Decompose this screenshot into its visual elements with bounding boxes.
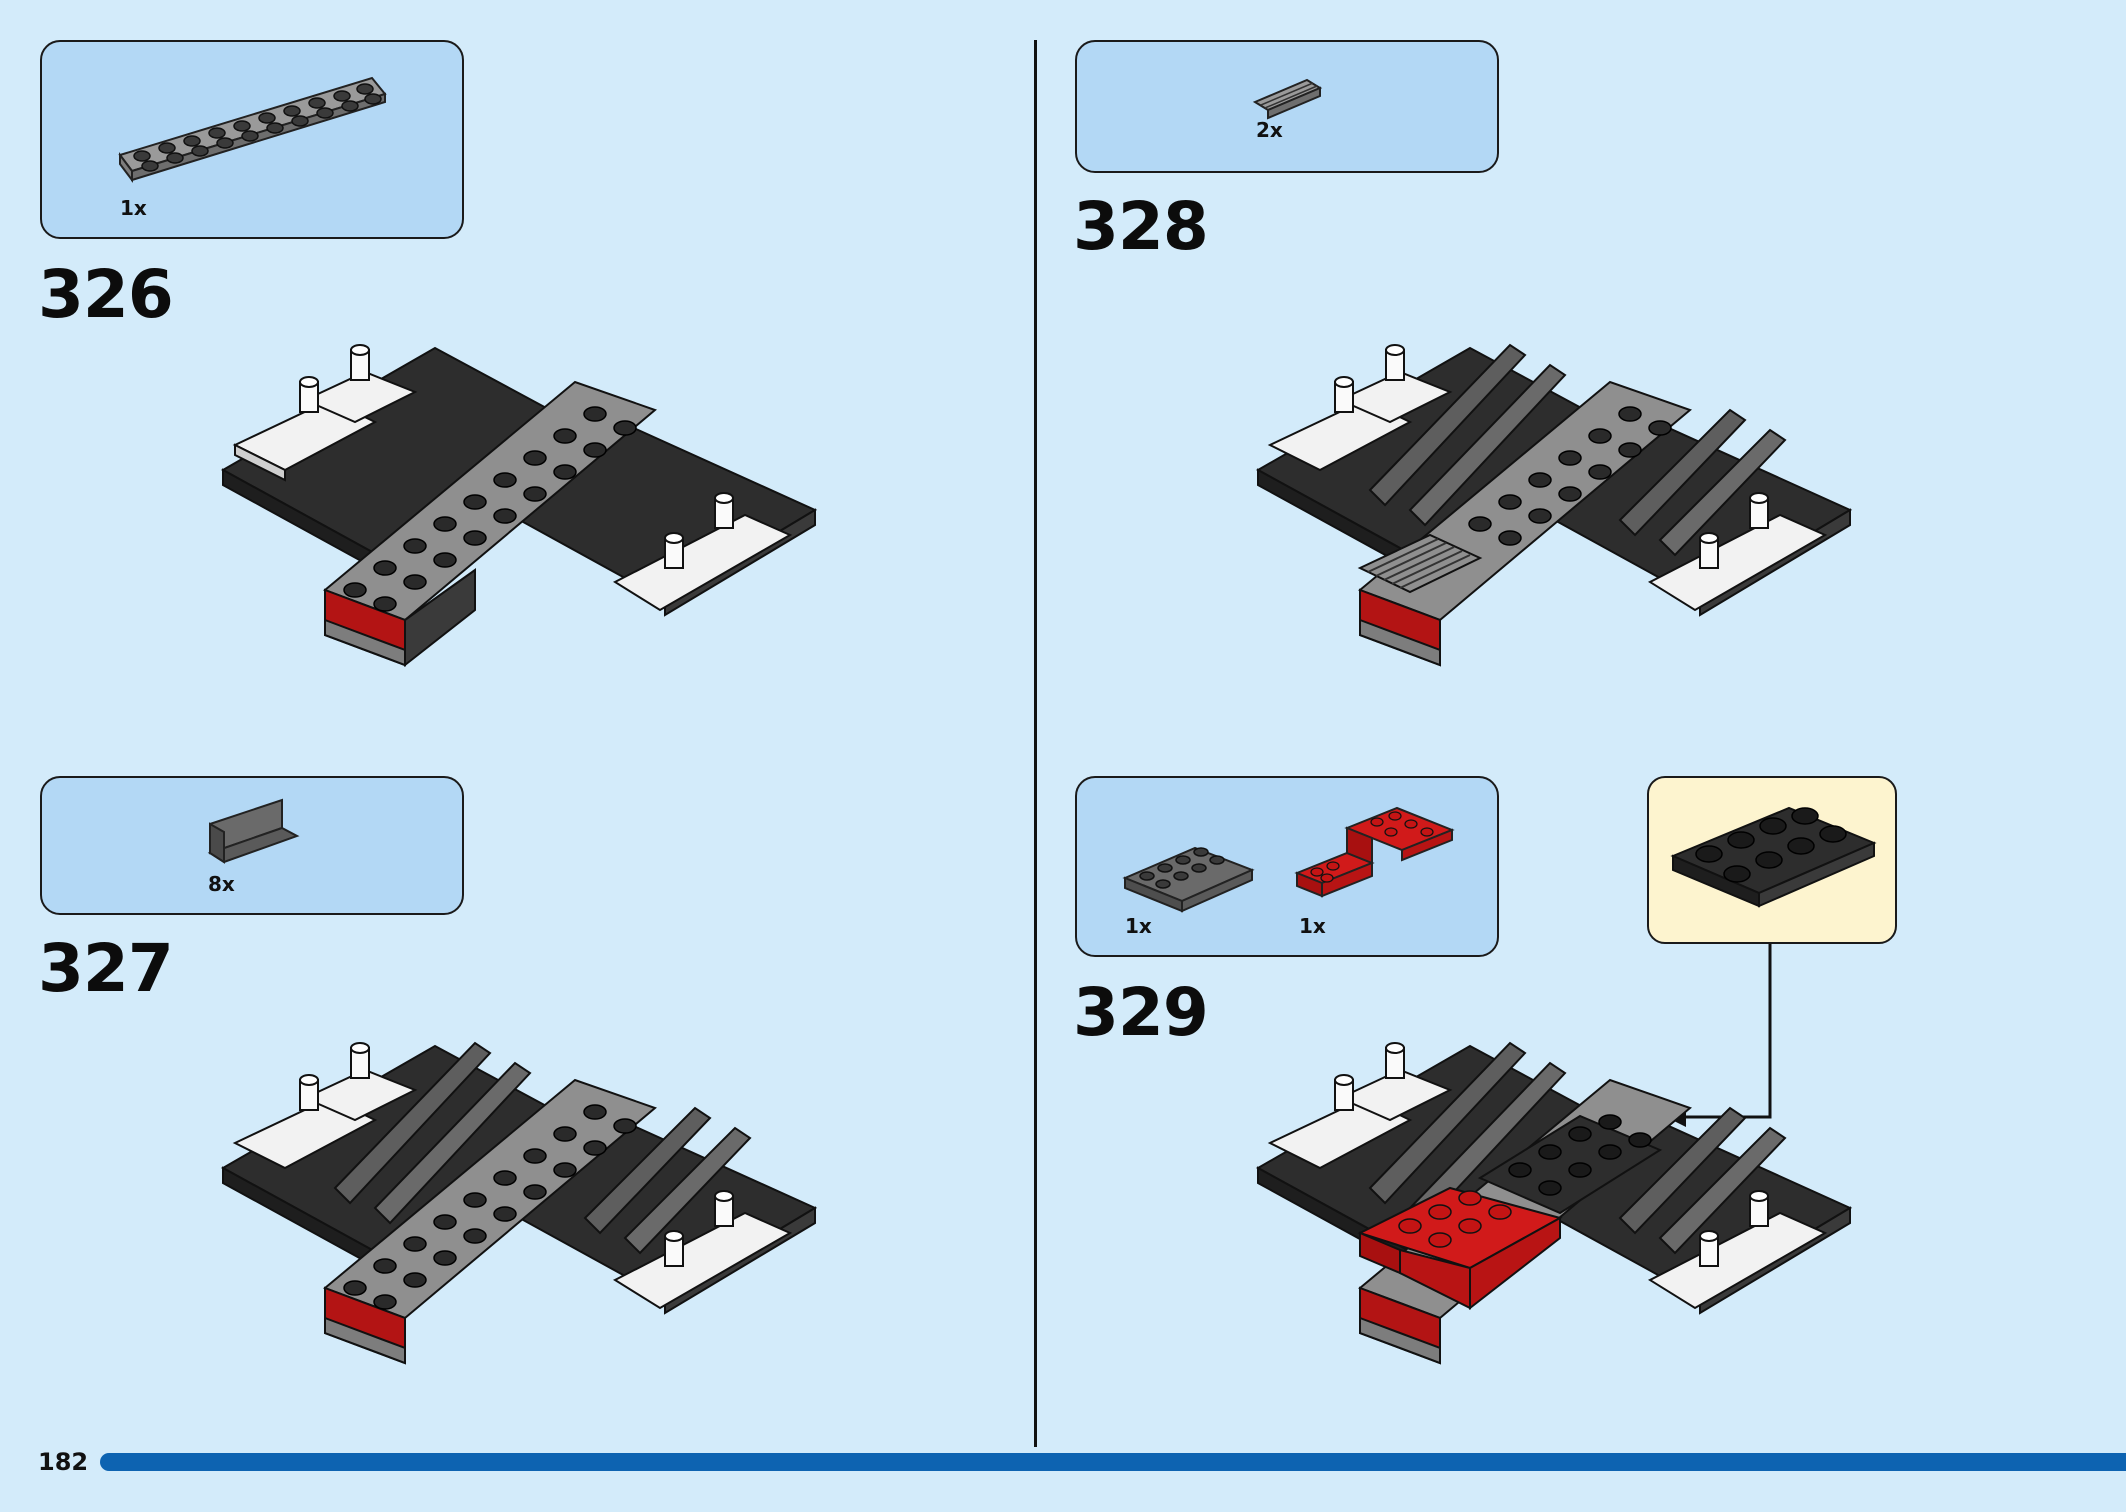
part-count: 1x bbox=[120, 196, 147, 220]
build-model-step-328 bbox=[1255, 343, 1853, 667]
callout-box bbox=[1647, 776, 1897, 944]
page-number: 182 bbox=[38, 1448, 89, 1476]
parts-box-step-327: 8x bbox=[40, 776, 464, 915]
build-model-step-327 bbox=[220, 1041, 818, 1365]
part-count: 1x bbox=[1125, 914, 1152, 938]
progress-bar bbox=[100, 1453, 2126, 1471]
page-divider bbox=[1034, 40, 1037, 1447]
step-number: 329 bbox=[1073, 974, 1209, 1051]
part-count: 8x bbox=[208, 872, 235, 896]
parts-box-step-329: 1x 1x bbox=[1075, 776, 1499, 957]
gray-plate-icon bbox=[118, 76, 387, 183]
step-number: 327 bbox=[38, 930, 174, 1007]
build-model-step-326 bbox=[220, 344, 818, 668]
part-count: 1x bbox=[1299, 914, 1326, 938]
build-model-step-329 bbox=[1255, 1041, 1853, 1365]
step-number: 326 bbox=[38, 256, 174, 333]
dark-gray-plate-icon bbox=[1122, 846, 1255, 913]
gray-grille-tile-icon bbox=[1252, 78, 1323, 120]
red-stepped-bracket-icon bbox=[1294, 806, 1455, 898]
dark-gray-bracket-icon bbox=[207, 798, 300, 864]
black-plate-icon bbox=[1670, 806, 1877, 908]
parts-box-step-326: 1x bbox=[40, 40, 464, 239]
part-count: 2x bbox=[1256, 118, 1283, 142]
step-number: 328 bbox=[1073, 188, 1209, 265]
parts-box-step-328: 2x bbox=[1075, 40, 1499, 173]
